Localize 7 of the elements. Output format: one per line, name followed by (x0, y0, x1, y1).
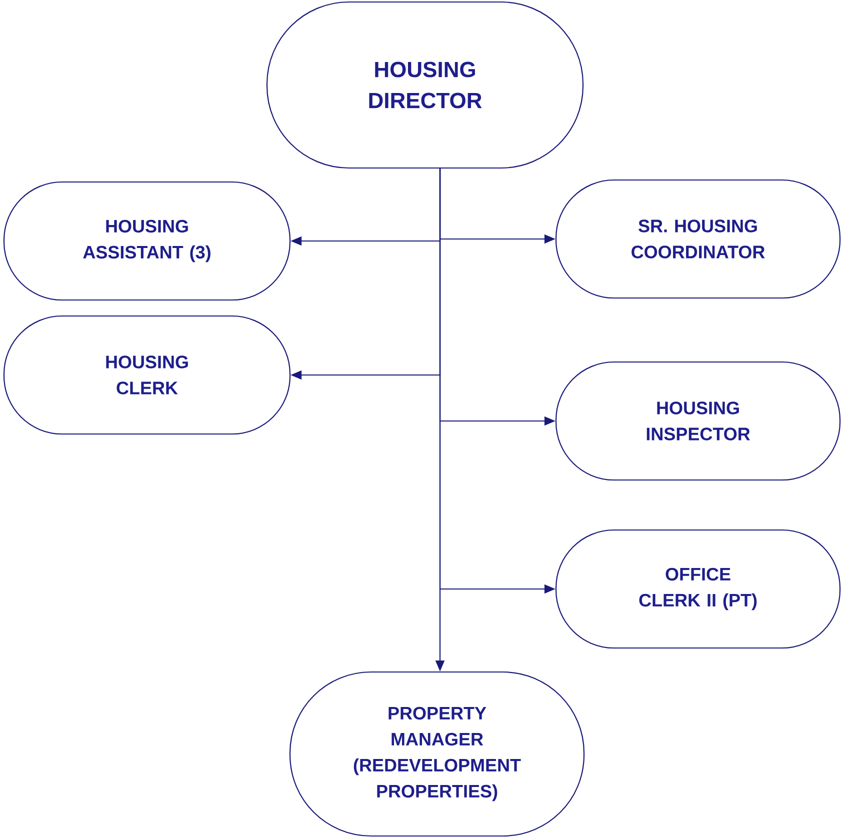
role-box: HOUSING ASSISTANT (3) (3, 181, 291, 301)
role-box: HOUSING INSPECTOR (555, 361, 841, 481)
role-box: HOUSING DIRECTOR (266, 1, 584, 169)
role-box: HOUSING CLERK (3, 315, 291, 435)
role-box: PROPERTY MANAGER (REDEVELOPMENT PROPERTIES) (289, 671, 585, 837)
role-box: SR. HOUSING COORDINATOR (555, 179, 841, 299)
role-box: OFFICE CLERK II (PT) (555, 529, 841, 649)
